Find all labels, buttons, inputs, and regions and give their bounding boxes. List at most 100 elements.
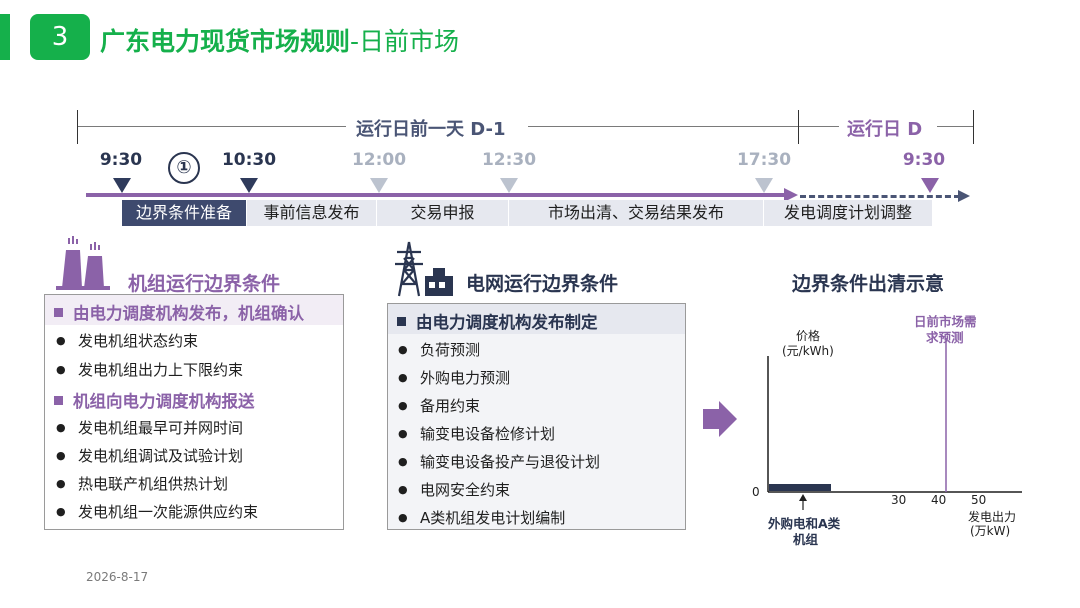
section1-box	[44, 294, 344, 530]
section2-item-text: 输变电设备投产与退役计划	[420, 453, 601, 471]
timeline-arrow-solid-head	[784, 188, 798, 202]
x-tick-40: 40	[931, 493, 947, 507]
x-axis-label-2: (万kW)	[970, 524, 1011, 538]
page-title-main: 广东电力现货市场规则	[100, 27, 351, 56]
bullet-dot-icon: ●	[398, 511, 408, 524]
section1-box-header-fill	[45, 295, 343, 325]
y-axis-label-2: (元/kWh)	[782, 344, 834, 358]
bullet-dot-icon: ●	[56, 449, 66, 462]
section1-item-text: 热电联产机组供热计划	[78, 475, 229, 493]
section2-box	[387, 303, 686, 530]
section2-item-text: 输变电设备检修计划	[420, 425, 556, 443]
square-bullet-icon	[54, 396, 63, 405]
time-label-1200: 12:00	[351, 150, 407, 170]
power-tower-icon	[395, 241, 453, 297]
y-axis-label-1: 价格	[796, 329, 821, 343]
time-marker-1230	[500, 178, 518, 193]
section2-head-text: 由电力调度机构发布制定	[416, 313, 598, 332]
x-axis-label-1: 发电出力	[968, 510, 1017, 524]
bullet-dot-icon: ●	[56, 363, 66, 376]
timeline-left-bound	[77, 110, 78, 144]
section1-head1: 由电力调度机构发布，机组确认	[54, 300, 304, 324]
bullet-dot-icon: ●	[398, 343, 408, 356]
period-d1-line-right	[528, 126, 798, 127]
timeline-mid-bound	[798, 110, 799, 144]
section1-item-text: 发电机组出力上下限约束	[78, 361, 244, 379]
time-label-1230: 12:30	[481, 150, 537, 170]
section3-title: 边界条件出清示意	[792, 273, 945, 295]
period-d1-line-left	[78, 126, 346, 127]
bar-pointer-arrowhead	[799, 494, 807, 501]
phase-bidding: 交易申报	[377, 200, 509, 226]
step-circle-marker: ①	[168, 152, 200, 184]
section1-item: ● 发电机组调试及试验计划	[56, 445, 243, 466]
bullet-dot-icon: ●	[398, 371, 408, 384]
section-number-badge: 3	[30, 14, 90, 60]
section1-item-text: 发电机组一次能源供应约束	[78, 503, 259, 521]
period-d-line-left	[799, 126, 839, 127]
section1-item-text: 发电机组状态约束	[78, 332, 199, 350]
clearing-diagram	[767, 338, 1022, 510]
square-bullet-icon	[397, 317, 406, 326]
timeline-right-bound	[973, 110, 974, 144]
section1-item: ● 发电机组状态约束	[56, 330, 198, 351]
section1-item: ● 热电联产机组供热计划	[56, 473, 228, 494]
section1-item-text: 发电机组调试及试验计划	[78, 447, 244, 465]
demand-forecast-label-2: 求预测	[926, 330, 964, 345]
demand-forecast-label-1: 日前市场需	[914, 314, 977, 329]
section1-item: ● 发电机组最早可并网时间	[56, 417, 243, 438]
section1-head2-text: 机组向电力调度机构报送	[73, 392, 255, 411]
section2-head: 由电力调度机构发布制定	[397, 309, 598, 333]
period-d-label: 运行日 D	[847, 119, 923, 140]
section2-title: 电网运行边界条件	[466, 273, 619, 295]
phase-clearing: 市场出清、交易结果发布	[509, 200, 764, 226]
bullet-dot-icon: ●	[56, 505, 66, 518]
time-marker-0930	[113, 178, 131, 193]
section2-item-text: 备用约束	[420, 397, 481, 415]
origin-label: 0	[752, 485, 760, 499]
time-marker-1200	[370, 178, 388, 193]
bullet-dot-icon: ●	[398, 455, 408, 468]
section1-item: ● 发电机组出力上下限约束	[56, 359, 243, 380]
timeline-arrow-solid	[86, 193, 786, 197]
supply-bar	[769, 484, 831, 491]
section2-item-text: 电网安全约束	[420, 481, 511, 499]
section1-head1-text: 由电力调度机构发布，机组确认	[73, 304, 304, 323]
page-title: 广东电力现货市场规则-日前市场	[100, 22, 459, 58]
x-tick-30: 30	[891, 493, 907, 507]
factory-icon	[56, 236, 110, 290]
x-tick-50: 50	[971, 493, 987, 507]
section2-item: ●备用约束	[398, 395, 480, 416]
right-arrow-icon-head	[719, 401, 737, 437]
section2-box-header-fill	[388, 304, 685, 334]
supply-bar-label-2: 机组	[793, 532, 819, 547]
slide-date: 2026-8-17	[86, 570, 149, 584]
phase-dispatch-adjust: 发电调度计划调整	[764, 200, 932, 226]
time-label-1730: 17:30	[736, 150, 792, 170]
right-arrow-icon	[703, 409, 721, 429]
section1-head2: 机组向电力调度机构报送	[54, 388, 255, 412]
section2-item: ● 负荷预测	[398, 339, 480, 360]
phase-info-release: 事前信息发布	[247, 200, 377, 226]
bullet-dot-icon: ●	[56, 334, 66, 347]
section2-item-text: 负荷预测	[420, 341, 481, 359]
time-label-d-0930: 9:30	[902, 150, 946, 170]
section1-item-text: 发电机组最早可并网时间	[78, 419, 244, 437]
time-marker-1030	[240, 178, 258, 193]
time-label-0930: 9:30	[99, 150, 143, 170]
time-label-1030: 10:30	[221, 150, 277, 170]
time-marker-1730	[755, 178, 773, 193]
section2-item-text: A类机组发电计划编制	[420, 509, 566, 527]
section1-title: 机组运行边界条件	[128, 273, 281, 295]
square-bullet-icon	[54, 308, 63, 317]
bullet-dot-icon: ●	[56, 421, 66, 434]
section2-item: ● 外购电力预测	[398, 367, 510, 388]
timeline-arrow-dashed-head	[958, 190, 970, 202]
bullet-dot-icon: ●	[398, 483, 408, 496]
section2-item: ●输变电设备检修计划	[398, 423, 555, 444]
period-d-line-right	[937, 126, 973, 127]
section2-item-text: 外购电力预测	[420, 369, 511, 387]
section2-item: ● 输变电设备投产与退役计划	[398, 451, 600, 472]
bullet-dot-icon: ●	[56, 477, 66, 490]
header-accent-bar	[0, 14, 10, 60]
